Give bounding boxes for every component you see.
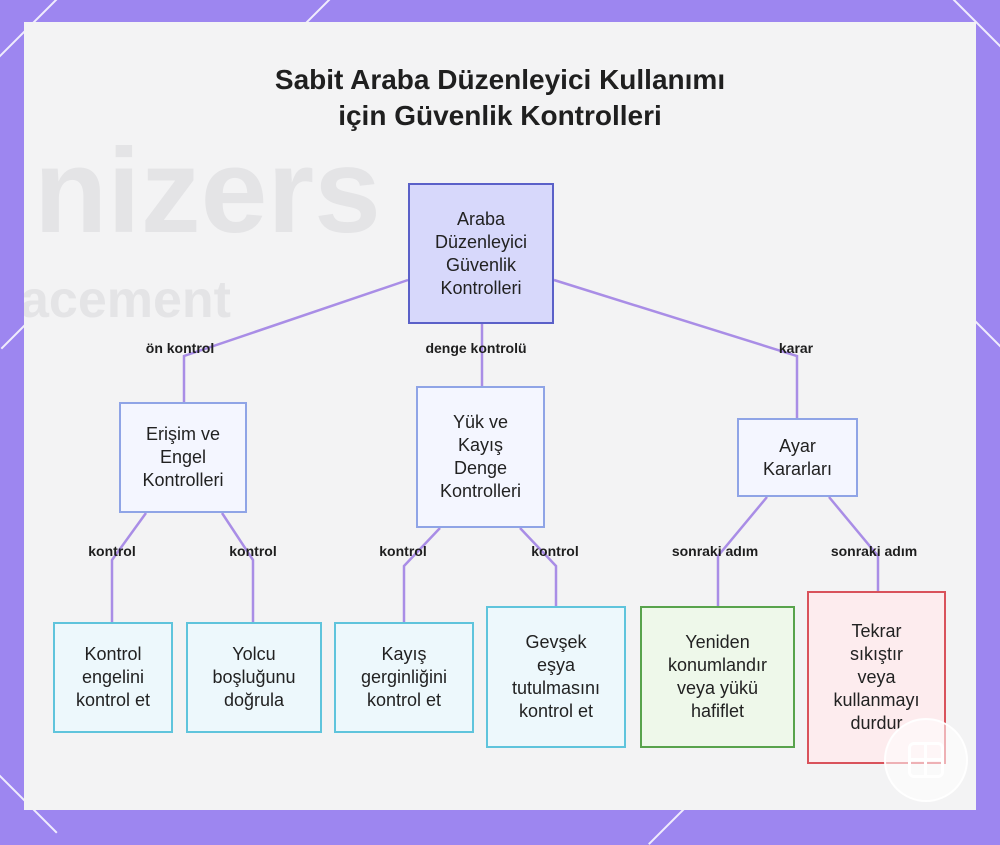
- grid-logo-icon: [884, 718, 968, 802]
- node-text-line: Engel: [159, 447, 207, 467]
- node-reposition-or-lighten: Yeniden konumlandır veya yükü hafiflet: [640, 606, 795, 748]
- node-text-line: eşya: [536, 655, 575, 675]
- node-text-line: Kararları: [762, 458, 833, 479]
- edge-label-decision: karar: [778, 340, 814, 356]
- node-text-line: sıkıştır: [849, 644, 903, 664]
- edge-root-decision: [553, 278, 799, 418]
- diagram-title-line: Sabit Araba Düzenleyici Kullanımı: [274, 64, 726, 95]
- edge-label-check: kontrol: [531, 543, 579, 559]
- node-text-line: Denge: [453, 458, 508, 478]
- node-text-line: Ayar: [779, 435, 816, 456]
- node-text-line: Gevşek: [525, 632, 587, 652]
- node-text-line: hafiflet: [690, 701, 745, 721]
- node-text-line: kullanmayı: [833, 690, 920, 710]
- node-adjustment-decisions: Ayar Kararları: [737, 418, 858, 497]
- edge-root-access: [182, 278, 409, 402]
- node-load-strap-balance-checks: Yük ve Kayış Denge Kontrolleri: [416, 386, 545, 528]
- node-text-line: Güvenlik: [445, 254, 516, 275]
- node-text-line: Kontrolleri: [439, 481, 522, 501]
- node-root-safety-checks: Araba Düzenleyici Güvenlik Kontrolleri: [408, 183, 554, 324]
- node-text-line: kontrol et: [518, 701, 594, 721]
- node-text-line: kontrol et: [75, 690, 151, 710]
- node-text-line: konumlandır: [667, 655, 768, 675]
- node-check-obstacle: Kontrol engelini kontrol et: [53, 622, 173, 733]
- node-check-strap-tension: Kayış gerginliğini kontrol et: [334, 622, 474, 733]
- node-access-obstacle-checks: Erişim ve Engel Kontrolleri: [119, 402, 247, 513]
- edge-label-next-step: sonraki adım: [671, 543, 759, 559]
- edge-load-strap: [402, 527, 441, 622]
- node-text-line: gerginliğini: [360, 667, 448, 687]
- node-check-loose-items: Gevşek eşya tutulmasını kontrol et: [486, 606, 626, 748]
- node-text-line: engelini: [81, 667, 145, 687]
- edge-label-next-step: sonraki adım: [830, 543, 918, 559]
- node-text-line: Yük ve: [452, 412, 508, 432]
- node-text-line: veya: [857, 667, 896, 687]
- node-text-line: boşluğunu: [212, 667, 296, 687]
- node-text-line: Kayış: [381, 644, 427, 664]
- node-text-line: Araba: [456, 208, 506, 229]
- node-text-line: Düzenleyici: [434, 231, 528, 252]
- edge-decision-reposition: [716, 496, 768, 606]
- edge-access-obstacle: [110, 512, 148, 622]
- background-watermark-word: acement: [24, 271, 231, 329]
- node-text-line: Yeniden: [685, 632, 750, 652]
- node-text-line: doğrula: [223, 690, 285, 710]
- edge-label-pre-check: ön kontrol: [145, 340, 215, 356]
- node-text-line: Kayış: [457, 435, 503, 455]
- edge-label-check: kontrol: [229, 543, 277, 559]
- diagram-title-line: için Güvenlik Kontrolleri: [338, 100, 662, 131]
- edge-label-check: kontrol: [379, 543, 427, 559]
- node-text-line: Kontrolleri: [142, 470, 224, 490]
- node-text-line: tutulmasını: [511, 678, 601, 698]
- node-text-line: Tekrar: [851, 621, 902, 641]
- edge-access-passenger: [220, 512, 255, 622]
- node-text-line: Yolcu: [232, 644, 276, 664]
- diagram-title: Sabit Araba Düzenleyici Kullanımı için G…: [0, 62, 1000, 134]
- edge-label-check: kontrol: [88, 543, 136, 559]
- background-watermark-word: nizers: [34, 124, 381, 258]
- node-text-line: kontrol et: [366, 690, 442, 710]
- node-text-line: durdur: [850, 713, 903, 733]
- edge-label-balance-check: denge kontrolü: [425, 340, 527, 356]
- node-verify-passenger-space: Yolcu boşluğunu doğrula: [186, 622, 322, 733]
- node-text-line: veya yükü: [676, 678, 759, 698]
- node-text-line: Kontrol: [84, 644, 142, 664]
- edge-decision-stop: [828, 496, 880, 591]
- node-text-line: Kontrolleri: [440, 277, 522, 298]
- node-text-line: Erişim ve: [145, 424, 220, 444]
- edge-load-loose: [519, 527, 558, 606]
